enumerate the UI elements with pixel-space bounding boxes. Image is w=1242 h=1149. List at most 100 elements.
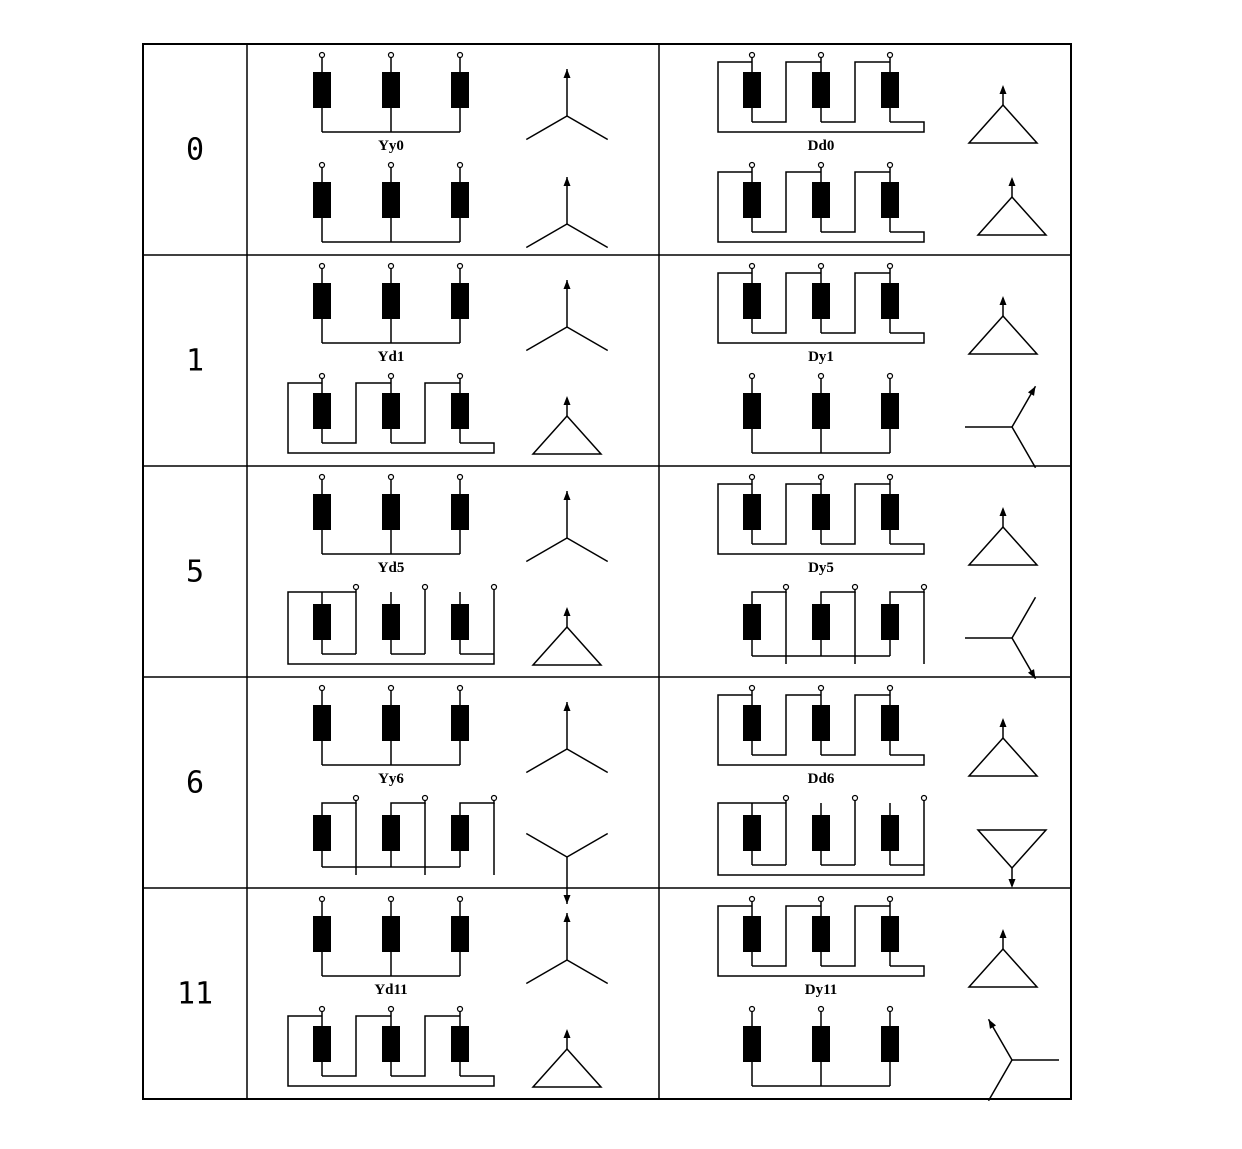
winding-coil xyxy=(812,393,830,429)
left-connection-cell: Yd5 xyxy=(287,473,609,666)
winding-coil xyxy=(743,815,761,851)
terminal-point xyxy=(318,161,326,169)
winding-coil xyxy=(881,916,899,952)
winding-coil xyxy=(451,393,469,429)
terminal-point xyxy=(352,583,360,591)
terminal-point xyxy=(748,372,756,380)
terminal-point xyxy=(456,262,464,270)
left-connection-cell: Yy6 xyxy=(313,684,609,904)
terminal-point xyxy=(886,1005,894,1013)
connection-label: Dy1 xyxy=(808,349,834,365)
terminal-point xyxy=(817,895,825,903)
winding-coil xyxy=(382,815,400,851)
terminal-point xyxy=(387,1005,395,1013)
winding-coil xyxy=(313,72,331,108)
winding-coil xyxy=(451,705,469,741)
terminal-point xyxy=(748,161,756,169)
winding-coil xyxy=(743,604,761,640)
table-row: 6 Yy6 Dd6 xyxy=(186,684,1048,904)
terminal-point xyxy=(817,684,825,692)
winding-coil xyxy=(743,283,761,319)
winding-coil xyxy=(881,182,899,218)
clock-number: 11 xyxy=(177,977,213,1012)
right-connection-cell: Dy5 xyxy=(717,473,1039,680)
clock-number: 5 xyxy=(186,555,204,590)
terminal-point xyxy=(456,473,464,481)
terminal-point xyxy=(886,684,894,692)
connection-label: Yy0 xyxy=(378,138,404,154)
clock-number: 6 xyxy=(186,766,204,801)
winding-coil xyxy=(382,283,400,319)
terminal-point xyxy=(782,794,790,802)
winding-coil xyxy=(743,916,761,952)
winding-coil xyxy=(881,604,899,640)
winding-coil xyxy=(313,182,331,218)
winding-coil xyxy=(451,494,469,530)
terminal-point xyxy=(886,161,894,169)
connection-label: Yd5 xyxy=(378,560,405,576)
winding-coil xyxy=(382,1026,400,1062)
clock-number: 1 xyxy=(186,344,204,379)
winding-coil xyxy=(881,705,899,741)
connection-label: Yy6 xyxy=(378,771,404,787)
terminal-point xyxy=(886,51,894,59)
winding-coil xyxy=(313,705,331,741)
terminal-point xyxy=(456,895,464,903)
winding-coil xyxy=(743,1026,761,1062)
winding-coil xyxy=(382,494,400,530)
right-connection-cell: Dy11 xyxy=(717,895,1059,1102)
winding-coil xyxy=(743,705,761,741)
connection-label: Dy5 xyxy=(808,560,834,576)
terminal-point xyxy=(817,262,825,270)
table-row: 5 Yd5 Dy5 xyxy=(186,473,1039,680)
winding-coil xyxy=(382,393,400,429)
winding-coil xyxy=(382,604,400,640)
terminal-point xyxy=(851,794,859,802)
terminal-point xyxy=(421,794,429,802)
left-connection-cell: Yy0 xyxy=(313,51,609,249)
terminal-point xyxy=(748,684,756,692)
terminal-point xyxy=(387,161,395,169)
connection-label: Yd1 xyxy=(378,349,405,365)
winding-coil xyxy=(451,1026,469,1062)
terminal-point xyxy=(387,51,395,59)
terminal-point xyxy=(782,583,790,591)
terminal-point xyxy=(456,684,464,692)
winding-coil xyxy=(313,604,331,640)
terminal-point xyxy=(886,262,894,270)
winding-coil xyxy=(743,72,761,108)
terminal-point xyxy=(318,262,326,270)
terminal-point xyxy=(817,161,825,169)
winding-coil xyxy=(743,494,761,530)
terminal-point xyxy=(748,51,756,59)
connection-label: Dy11 xyxy=(805,982,838,998)
winding-coil xyxy=(881,494,899,530)
winding-coil xyxy=(743,393,761,429)
terminal-point xyxy=(490,794,498,802)
terminal-point xyxy=(387,372,395,380)
winding-coil xyxy=(451,182,469,218)
terminal-point xyxy=(352,794,360,802)
winding-coil xyxy=(812,916,830,952)
right-connection-cell: Dd6 xyxy=(717,684,1048,888)
winding-coil xyxy=(313,494,331,530)
winding-coil xyxy=(881,815,899,851)
winding-coil xyxy=(382,705,400,741)
terminal-point xyxy=(318,51,326,59)
terminal-point xyxy=(387,262,395,270)
winding-coil xyxy=(313,393,331,429)
table-row: 1 Yd1 Dy1 xyxy=(186,262,1039,469)
winding-coil xyxy=(451,283,469,319)
winding-coil xyxy=(313,283,331,319)
terminal-point xyxy=(456,1005,464,1013)
terminal-point xyxy=(748,473,756,481)
terminal-point xyxy=(456,161,464,169)
winding-coil xyxy=(451,604,469,640)
terminal-point xyxy=(318,895,326,903)
terminal-point xyxy=(851,583,859,591)
right-connection-cell: Dd0 xyxy=(717,51,1048,243)
terminal-point xyxy=(490,583,498,591)
winding-coil xyxy=(451,815,469,851)
